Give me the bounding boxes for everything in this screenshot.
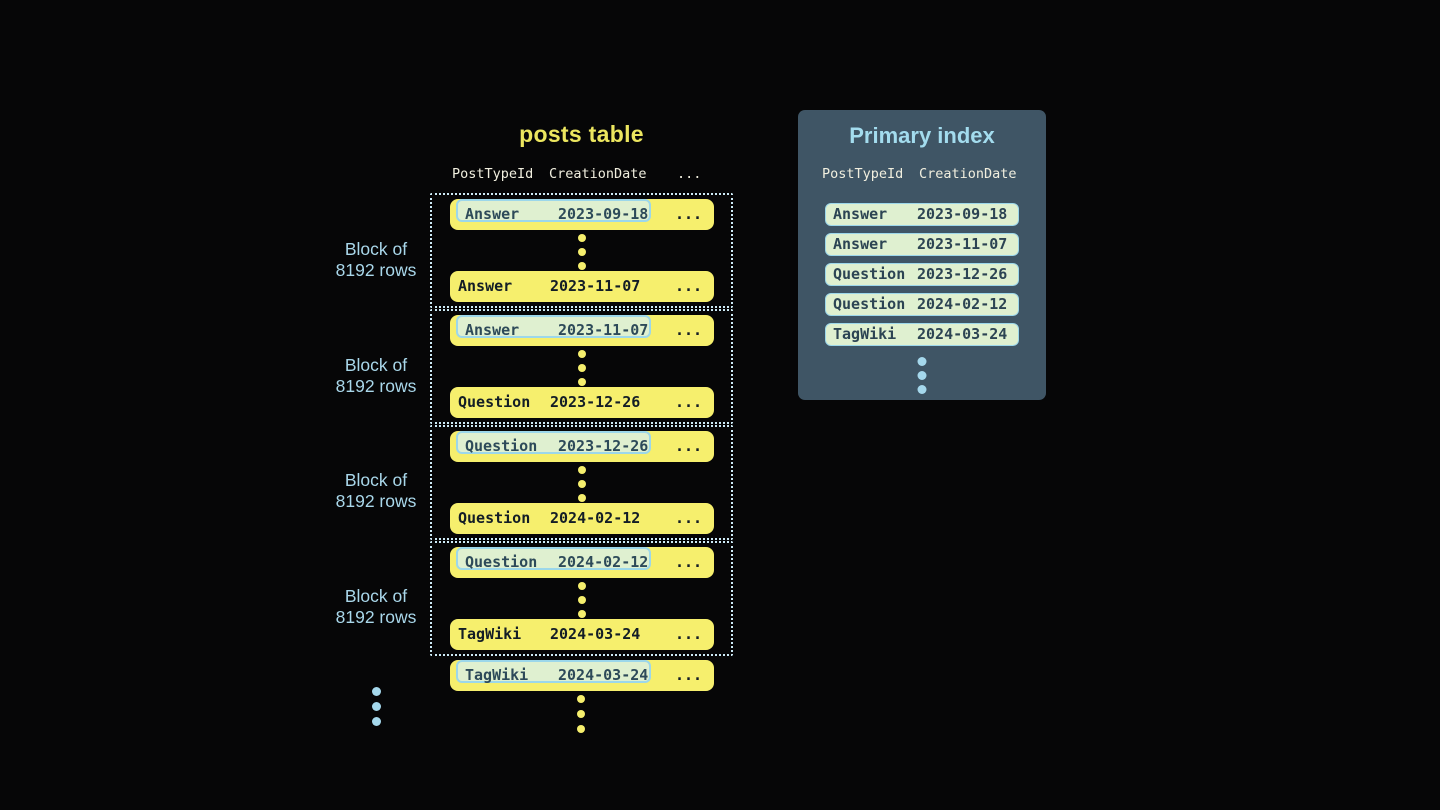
row-ellipsis: ...: [675, 393, 703, 411]
block-size-label: Block of 8192 rows: [296, 586, 456, 628]
creation-date-cell: 2023-11-07: [917, 235, 1008, 253]
post-type-cell: TagWiki: [833, 325, 897, 343]
row-ellipsis: ...: [675, 437, 703, 455]
posts-column-header-creationdate: CreationDate: [549, 166, 647, 182]
table-row: TagWiki 2024-03-24 ...: [450, 619, 714, 650]
post-type-cell: Answer: [465, 321, 520, 339]
creation-date-cell: 2023-12-26: [917, 265, 1008, 283]
block-label-line2: 8192 rows: [335, 260, 417, 280]
index-entry-highlight: [456, 660, 651, 683]
index-column-header-posttypeid: PostTypeId: [822, 166, 904, 182]
block-size-label: Block of 8192 rows: [296, 355, 456, 397]
row-ellipsis: ...: [675, 321, 703, 339]
index-entry-highlight: [456, 431, 651, 454]
row-ellipsis: ...: [675, 205, 703, 223]
row-ellipsis: ...: [675, 625, 703, 643]
index-row: Answer 2023-09-18: [825, 203, 1019, 226]
index-row: Question 2024-02-12: [825, 293, 1019, 316]
index-row: Answer 2023-11-07: [825, 233, 1019, 256]
posts-table-title: posts table: [519, 121, 644, 147]
creation-date-cell: 2023-09-18: [917, 205, 1008, 223]
block-label-line1: Block of: [344, 470, 408, 490]
more-rows-ellipsis-icon: [577, 234, 586, 270]
index-column-header-creationdate: CreationDate: [919, 166, 1017, 182]
row-block-1: Answer 2023-09-18 ... Answer 2023-11-07 …: [430, 193, 733, 308]
more-rows-ellipsis-icon: [577, 695, 585, 733]
more-rows-ellipsis-icon: [577, 350, 586, 386]
post-type-cell: Answer: [458, 277, 513, 295]
block-label-line2: 8192 rows: [335, 376, 417, 396]
creation-date-cell: 2023-11-07: [550, 277, 641, 295]
post-type-cell: Question: [833, 265, 906, 283]
table-row: Answer 2023-09-18 ...: [450, 199, 714, 230]
row-block-2: Answer 2023-11-07 ... Question 2023-12-2…: [430, 309, 733, 424]
creation-date-cell: 2024-02-12: [917, 295, 1008, 313]
index-entry-highlight: [456, 315, 651, 338]
block-label-line1: Block of: [344, 355, 408, 375]
table-row: Question 2023-12-26 ...: [450, 387, 714, 418]
more-blocks-ellipsis-icon: [372, 687, 381, 726]
table-row: Question 2024-02-12 ...: [450, 503, 714, 534]
creation-date-cell: 2024-02-12: [558, 553, 649, 571]
primary-index-title: Primary index: [849, 123, 995, 148]
primary-index-panel: Primary index PostTypeId CreationDate An…: [798, 110, 1046, 400]
post-type-cell: Question: [465, 553, 538, 571]
post-type-cell: Question: [833, 295, 906, 313]
post-type-cell: Answer: [833, 235, 888, 253]
row-block-4: Question 2024-02-12 ... TagWiki 2024-03-…: [430, 541, 733, 656]
index-entry-highlight: [456, 199, 651, 222]
post-type-cell: Question: [465, 437, 538, 455]
table-row: Answer 2023-11-07 ...: [450, 315, 714, 346]
creation-date-cell: 2023-11-07: [558, 321, 649, 339]
creation-date-cell: 2024-03-24: [558, 666, 649, 684]
post-type-cell: TagWiki: [458, 625, 522, 643]
creation-date-cell: 2023-09-18: [558, 205, 649, 223]
more-index-entries-ellipsis-icon: [917, 357, 927, 394]
post-type-cell: TagWiki: [465, 666, 529, 684]
row-ellipsis: ...: [675, 277, 703, 295]
index-row: Question 2023-12-26: [825, 263, 1019, 286]
row-ellipsis: ...: [675, 553, 703, 571]
post-type-cell: Question: [458, 393, 531, 411]
block-label-line2: 8192 rows: [335, 607, 417, 627]
index-row: TagWiki 2024-03-24: [825, 323, 1019, 346]
post-type-cell: Answer: [465, 205, 520, 223]
creation-date-cell: 2024-03-24: [917, 325, 1008, 343]
posts-column-header-ellipsis: ...: [677, 166, 702, 182]
more-rows-ellipsis-icon: [577, 466, 586, 502]
posts-column-header-posttypeid: PostTypeId: [452, 166, 534, 182]
table-row: Answer 2023-11-07 ...: [450, 271, 714, 302]
post-type-cell: Answer: [833, 205, 888, 223]
table-row: Question 2024-02-12 ...: [450, 547, 714, 578]
table-row-next-block: TagWiki 2024-03-24 ...: [450, 660, 714, 691]
creation-date-cell: 2024-02-12: [550, 509, 641, 527]
block-size-label: Block of 8192 rows: [296, 239, 456, 281]
more-rows-ellipsis-icon: [577, 582, 586, 618]
table-row: Question 2023-12-26 ...: [450, 431, 714, 462]
row-ellipsis: ...: [675, 666, 703, 684]
post-type-cell: Question: [458, 509, 531, 527]
creation-date-cell: 2024-03-24: [550, 625, 641, 643]
creation-date-cell: 2023-12-26: [550, 393, 641, 411]
creation-date-cell: 2023-12-26: [558, 437, 649, 455]
block-size-label: Block of 8192 rows: [296, 470, 456, 512]
row-block-3: Question 2023-12-26 ... Question 2024-02…: [430, 425, 733, 540]
block-label-line1: Block of: [344, 586, 408, 606]
row-ellipsis: ...: [675, 509, 703, 527]
block-label-line2: 8192 rows: [335, 491, 417, 511]
index-entry-highlight: [456, 547, 651, 570]
block-label-line1: Block of: [344, 239, 408, 259]
